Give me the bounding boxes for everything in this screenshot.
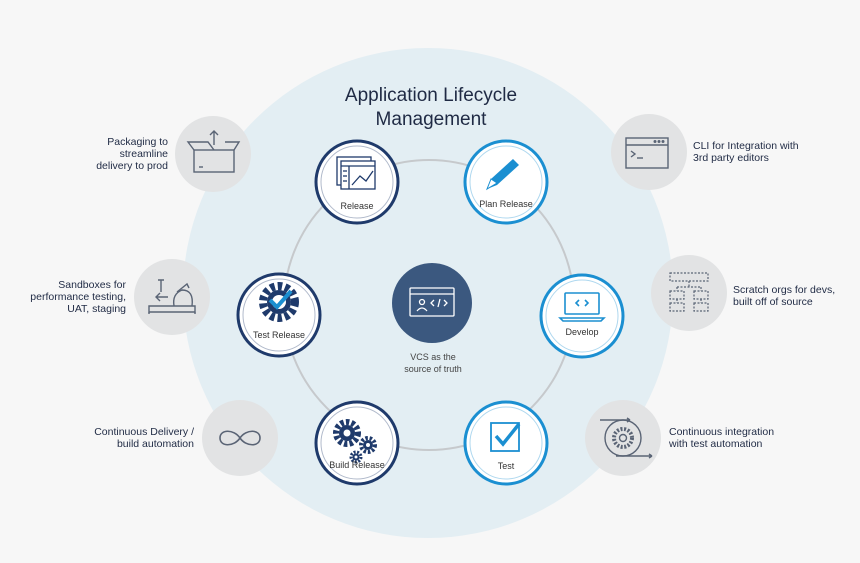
- feature-text-continuous-integration: Continuous integration with test automat…: [669, 426, 775, 450]
- stage-build-release[interactable]: [314, 400, 400, 486]
- pencil-icon: [485, 159, 519, 191]
- stage-plan-release[interactable]: [463, 139, 549, 225]
- stage-develop[interactable]: [539, 273, 625, 359]
- feature-text-packaging: Packaging to streamline delivery to prod: [96, 136, 168, 172]
- feature-sandboxes: [134, 259, 210, 335]
- feature-text-scratch-orgs: Scratch orgs for devs, built off of sour…: [733, 284, 836, 308]
- box-icon: [186, 130, 241, 173]
- terminal-icon: [625, 137, 669, 169]
- diagram-title: Application Lifecycle Management: [301, 84, 561, 132]
- stage-label-release: Release: [340, 201, 374, 211]
- stage-release[interactable]: [314, 139, 400, 225]
- code-window-icon: [409, 287, 455, 317]
- org-chart-icon: [669, 272, 709, 312]
- feature-continuous-delivery: [202, 400, 278, 476]
- title-line-2: Management: [375, 109, 487, 130]
- feature-scratch-orgs: [651, 255, 727, 331]
- gears-icon: [333, 419, 377, 464]
- center-circle: [392, 263, 472, 343]
- feature-text-sandboxes: Sandboxes for performance testing, UAT, …: [30, 279, 126, 315]
- sandbox-icon: [148, 279, 196, 314]
- feature-packaging: [175, 116, 251, 192]
- feature-cli: [611, 114, 687, 190]
- release-window-icon: [336, 156, 376, 190]
- feature-text-continuous-delivery: Continuous Delivery / build automation: [94, 426, 194, 450]
- infinity-icon: [219, 430, 261, 446]
- gear-cycle-icon: [600, 417, 653, 459]
- center-caption: VCS as the source of truth: [404, 352, 462, 374]
- laptop-code-icon: [558, 292, 606, 322]
- stage-test[interactable]: [463, 400, 549, 486]
- feature-text-cli: CLI for Integration with 3rd party edito…: [693, 140, 799, 164]
- stage-label-develop: Develop: [565, 327, 599, 337]
- checkbox-icon: [490, 422, 521, 452]
- stage-label-build-release: Build Release: [329, 460, 385, 470]
- feature-continuous-integration: [585, 400, 661, 476]
- gear-check-icon: [259, 282, 299, 322]
- center-node: [392, 263, 472, 343]
- stage-label-plan-release: Plan Release: [479, 199, 533, 209]
- title-line-1: Application Lifecycle: [344, 85, 518, 106]
- stage-test-release[interactable]: [236, 272, 322, 358]
- stage-label-test-release: Test Release: [252, 330, 306, 340]
- stage-label-test: Test: [497, 461, 515, 471]
